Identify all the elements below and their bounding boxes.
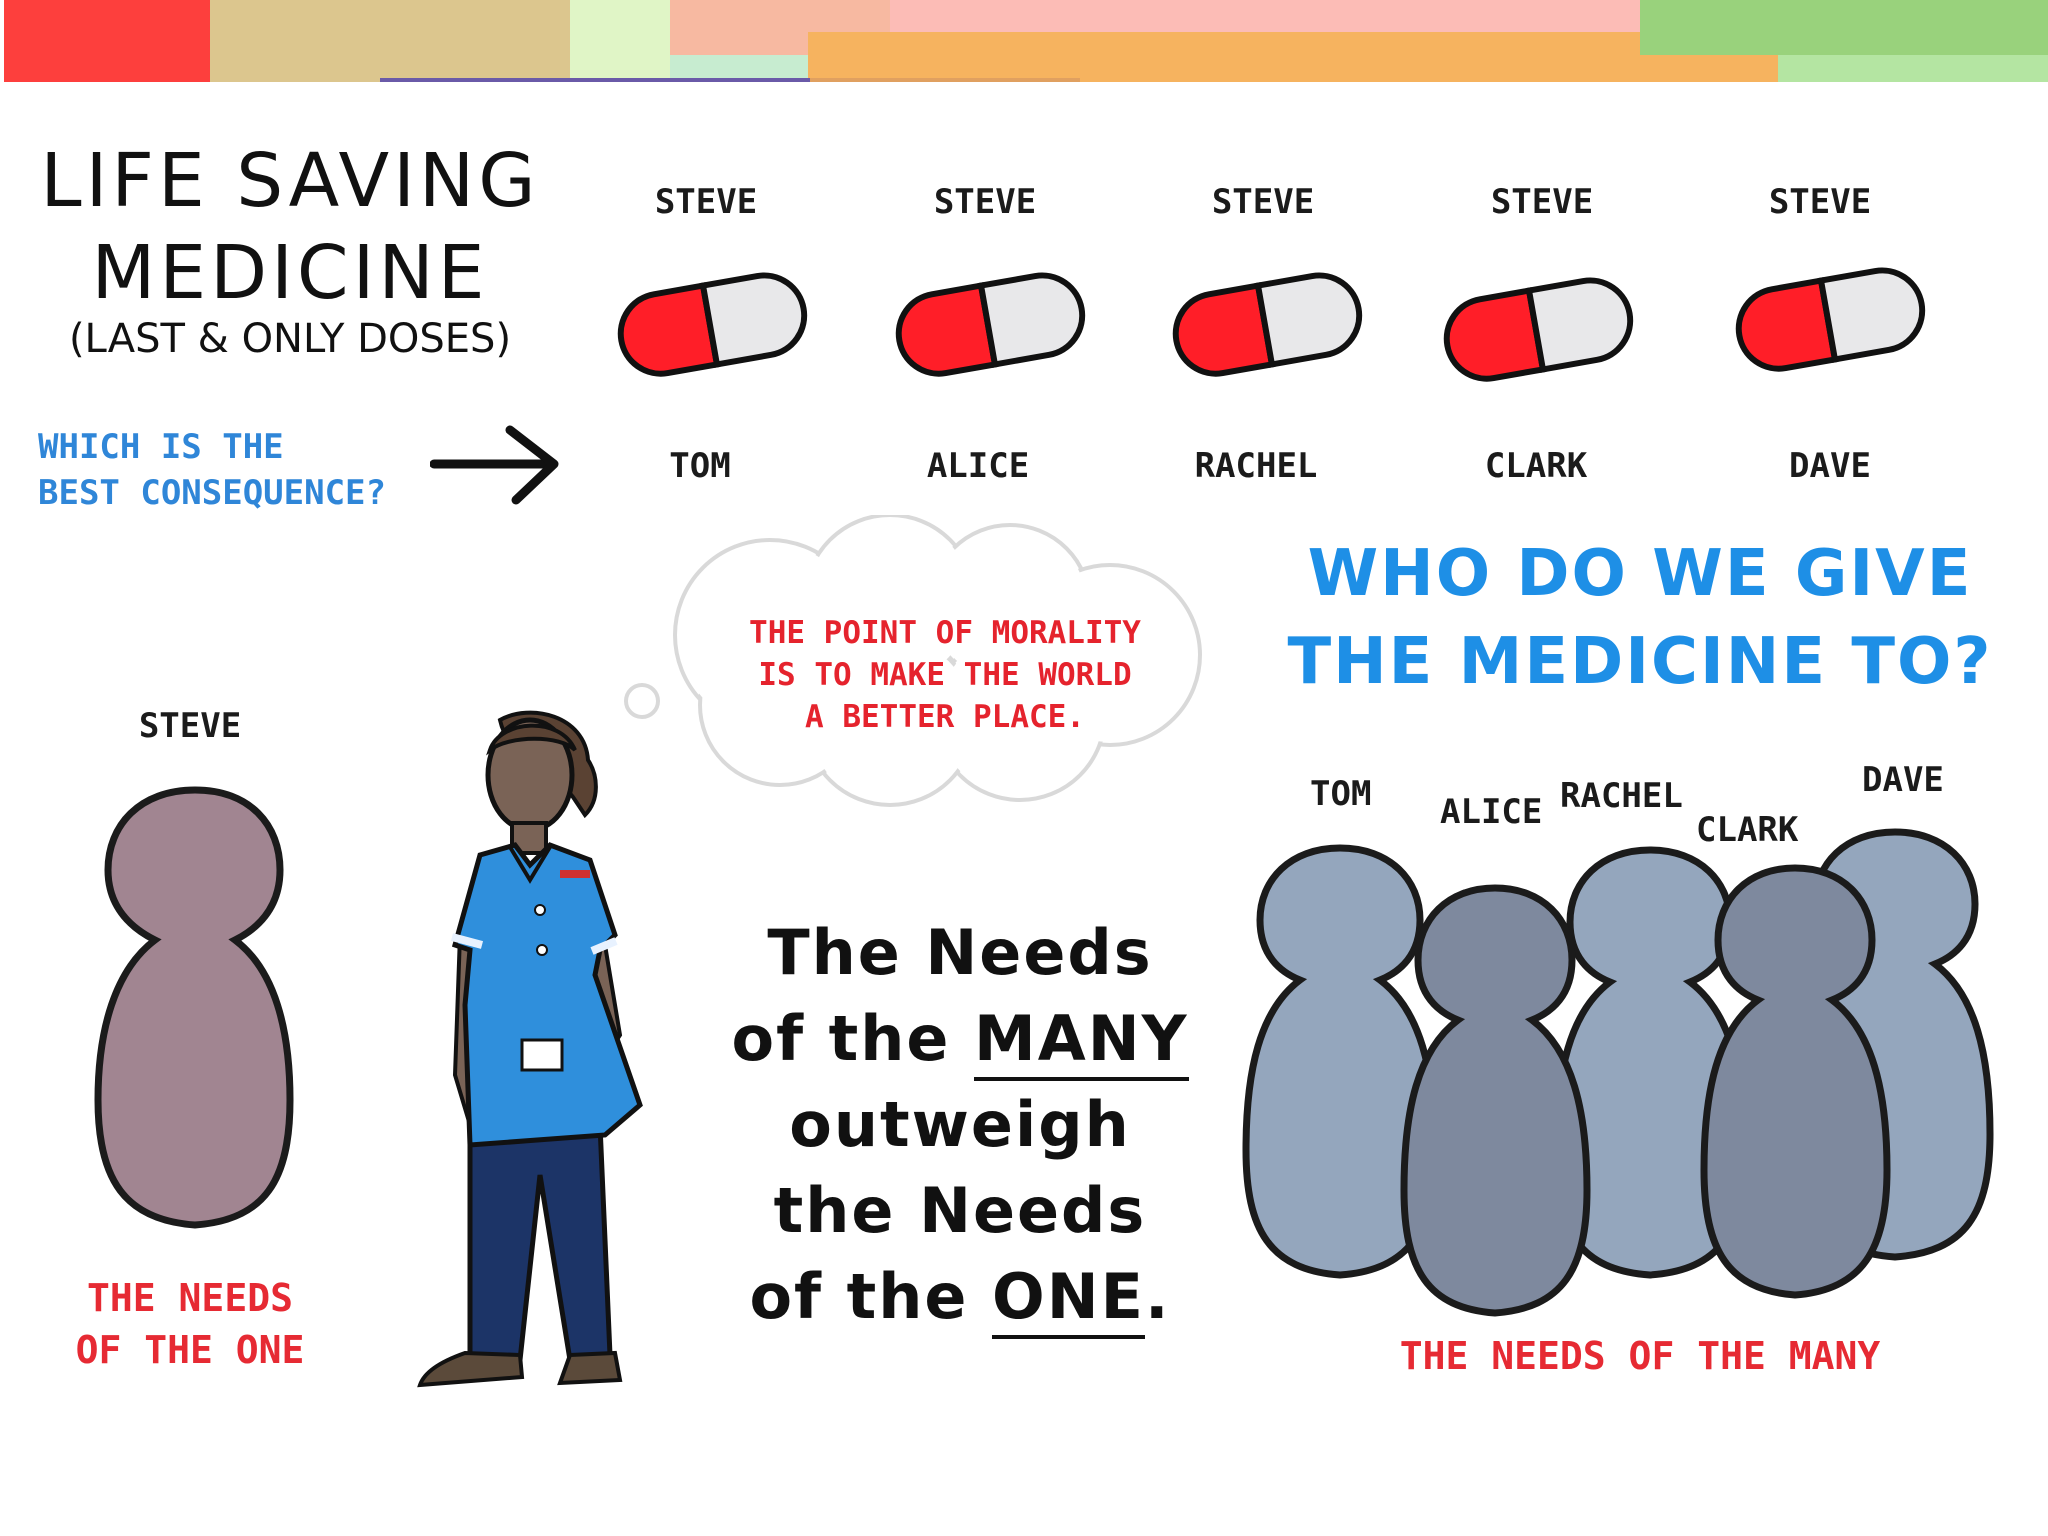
pill-2-icon — [895, 272, 1086, 377]
needs-of-many-caption: THE NEEDS OF THE MANY — [1399, 1334, 1881, 1378]
many-label-alice: ALICE — [1440, 792, 1543, 832]
nurse-figure — [417, 710, 643, 1388]
motto-many: MANY — [974, 1002, 1189, 1081]
figure-alice — [1400, 884, 1591, 1317]
thought-line-1: THE POINT OF MORALITY — [749, 615, 1141, 651]
many-label-clark: CLARK — [1696, 810, 1799, 850]
pill-4-top-label: STEVE — [1490, 182, 1594, 222]
motto-line-5-a: of the — [749, 1260, 993, 1333]
many-label-rachel: RACHEL — [1560, 776, 1683, 816]
who-line-1: WHO DO WE GIVE — [1307, 537, 1973, 611]
pill-5-bottom-label: DAVE — [1789, 446, 1871, 486]
motto-line-1: The Needs — [767, 916, 1153, 989]
needs-of-one-caption: THE NEEDS OF THE ONE — [60, 1272, 320, 1376]
motto: The Needs of the MANY outweigh the Needs… — [700, 910, 1220, 1340]
pill-3-top-label: STEVE — [1211, 182, 1315, 222]
figure-tom — [1242, 844, 1439, 1279]
motto-line-3: outweigh — [789, 1088, 1131, 1161]
motto-line-5: of the ONE. — [700, 1254, 1220, 1340]
needs-of-one-line-1: THE NEEDS — [87, 1276, 293, 1320]
who-line-2: THE MEDICINE TO? — [1287, 625, 1993, 699]
pill-2-bottom-label: ALICE — [926, 446, 1030, 486]
thought-text: THE POINT OF MORALITY IS TO MAKE THE WOR… — [690, 612, 1200, 738]
thought-cloud — [624, 515, 1202, 807]
arrow-right-icon — [430, 425, 559, 505]
pill-5-top-label: STEVE — [1768, 182, 1872, 222]
pill-5-icon — [1735, 267, 1926, 372]
question-line-2: BEST CONSEQUENCE? — [38, 473, 386, 513]
many-figures — [1242, 828, 1994, 1317]
steve-figure — [94, 786, 294, 1229]
many-label-dave: DAVE — [1862, 760, 1944, 800]
pill-2-top-label: STEVE — [933, 182, 1037, 222]
pill-1-icon — [617, 272, 808, 377]
pill-3-icon — [1172, 272, 1363, 377]
consequence-question: WHICH IS THE BEST CONSEQUENCE? — [38, 424, 386, 516]
pill-1-top-label: STEVE — [654, 182, 758, 222]
pill-3-bottom-label: RACHEL — [1194, 446, 1318, 486]
pill-4-icon — [1443, 277, 1634, 382]
top-color-bar — [0, 0, 2048, 84]
many-label-tom: TOM — [1310, 774, 1372, 814]
thought-line-2: IS TO MAKE THE WORLD — [758, 657, 1132, 693]
question-line-1: WHICH IS THE — [38, 427, 284, 467]
motto-one: ONE — [992, 1260, 1145, 1339]
title-subtitle: (LAST & ONLY DOSES) — [68, 316, 512, 362]
needs-of-one-line-2: OF THE ONE — [75, 1328, 305, 1372]
pill-1-bottom-label: TOM — [669, 446, 731, 486]
title-line-1: LIFE SAVING — [40, 138, 540, 224]
motto-line-5-c: . — [1144, 1260, 1171, 1333]
who-question: WHO DO WE GIVE THE MEDICINE TO? — [1260, 530, 2020, 706]
title: LIFE SAVING MEDICINE — [30, 135, 550, 319]
steve-label: STEVE — [138, 706, 242, 746]
pill-4-bottom-label: CLARK — [1484, 446, 1588, 486]
figure-clark — [1700, 864, 1891, 1299]
motto-line-2-a: of the — [731, 1002, 975, 1075]
thought-line-3: A BETTER PLACE. — [805, 699, 1085, 735]
title-line-2: MEDICINE — [91, 230, 489, 316]
pill-row — [617, 267, 1926, 382]
motto-line-4: the Needs — [773, 1174, 1147, 1247]
motto-line-2: of the MANY — [700, 996, 1220, 1082]
